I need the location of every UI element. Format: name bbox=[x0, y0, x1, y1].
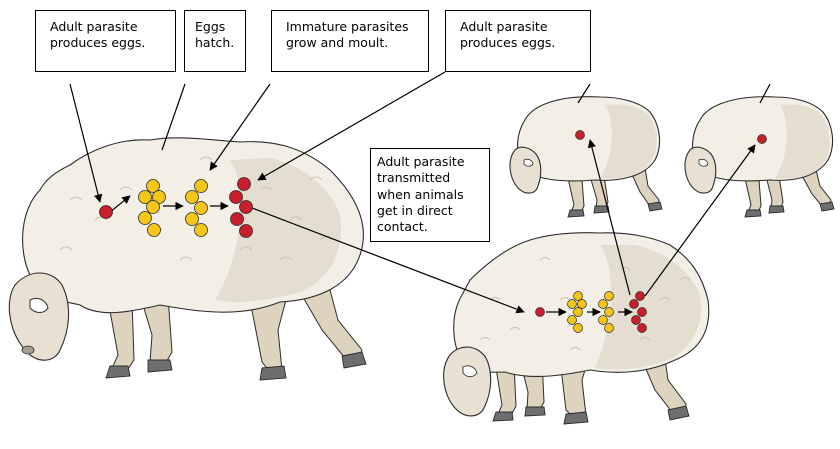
immature-dot bbox=[195, 202, 208, 215]
label-eggs-hatch: Eggs hatch. bbox=[184, 10, 246, 72]
egg-dot bbox=[578, 300, 587, 309]
egg-dot bbox=[568, 300, 577, 309]
immature-dot bbox=[605, 324, 614, 333]
immature-dot bbox=[599, 300, 608, 309]
adult-parasite-dot bbox=[230, 191, 243, 204]
immature-dot bbox=[195, 224, 208, 237]
immature-dot bbox=[186, 191, 199, 204]
label-immature-grow-moult: Immature parasites grow and moult. bbox=[271, 10, 429, 72]
adult-parasite-dot bbox=[638, 324, 647, 333]
label-transmission: Adult parasite transmitted when animals … bbox=[370, 148, 490, 242]
adult-parasite-dot-small-right bbox=[758, 135, 767, 144]
immature-dot bbox=[186, 213, 199, 226]
egg-dot bbox=[568, 316, 577, 325]
adult-parasite-dot bbox=[636, 292, 645, 301]
adult-parasite-dot bbox=[240, 225, 253, 238]
adult-parasite-dot bbox=[632, 316, 641, 325]
immature-dot bbox=[195, 180, 208, 193]
egg-dot bbox=[574, 292, 583, 301]
adult-parasite-dot bbox=[100, 206, 113, 219]
immature-dot bbox=[605, 308, 614, 317]
immature-dot bbox=[599, 316, 608, 325]
egg-dot bbox=[147, 201, 160, 214]
sheep-large-icon bbox=[9, 138, 366, 380]
sheep-small-left-icon bbox=[510, 97, 662, 217]
immature-dot bbox=[605, 292, 614, 301]
egg-dot bbox=[148, 224, 161, 237]
adult-parasite-dot-small-left bbox=[576, 131, 585, 140]
adult-parasite-dot bbox=[238, 178, 251, 191]
adult-parasite-dot bbox=[240, 201, 253, 214]
adult-parasite-dot bbox=[231, 213, 244, 226]
adult-parasite-dot bbox=[630, 300, 639, 309]
label-adult-produces-eggs-left: Adult parasite produces eggs. bbox=[35, 10, 176, 72]
adult-parasite-dot bbox=[638, 308, 647, 317]
egg-dot bbox=[574, 324, 583, 333]
sheep-small-right-icon bbox=[685, 97, 834, 217]
egg-dot bbox=[139, 212, 152, 225]
egg-dot bbox=[574, 308, 583, 317]
label-adult-produces-eggs-right: Adult parasite produces eggs. bbox=[445, 10, 591, 72]
adult-parasite-dot bbox=[536, 308, 545, 317]
